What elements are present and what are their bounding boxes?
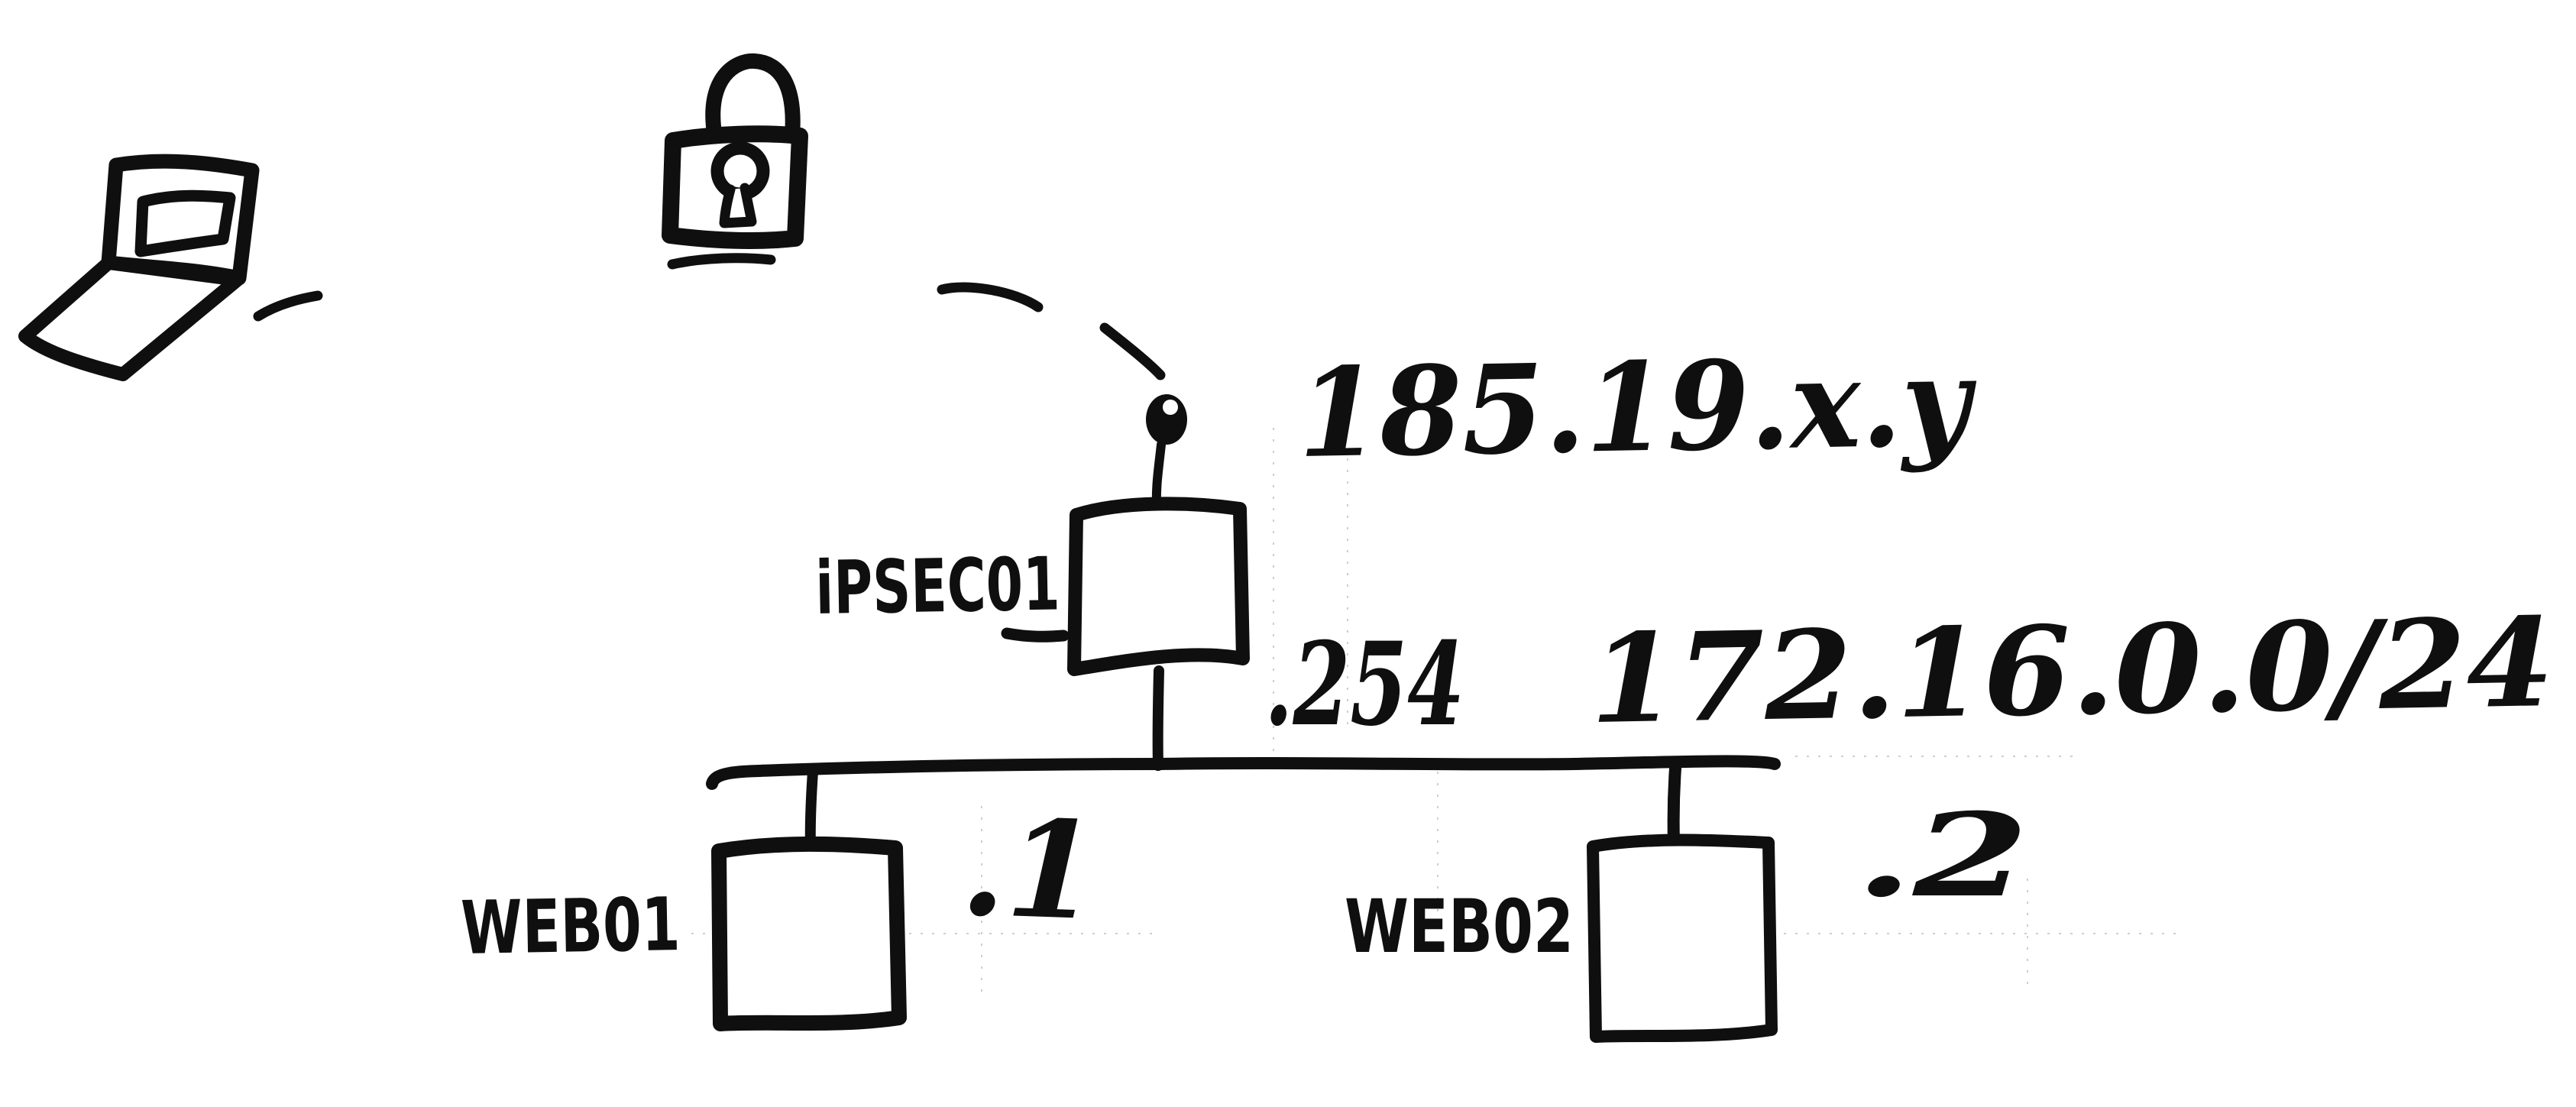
- web02-ip-text: .2: [1855, 788, 2029, 923]
- web02-link: [1667, 762, 1681, 848]
- vpn-tunnel-dashes: [253, 253, 1166, 380]
- gateway-box: [1067, 497, 1250, 676]
- web02-label: WEB02: [1345, 884, 1574, 969]
- lan-bus-line: [706, 755, 1781, 790]
- lan-subnet-text: 172.16.0.0/24: [1588, 591, 2555, 751]
- web01-label: WEB01: [460, 882, 681, 971]
- gateway-lan-ip-text: .254: [1264, 617, 1464, 752]
- gateway-lan-link: [1152, 665, 1164, 771]
- web02-box: [1587, 833, 1778, 1043]
- padlock-icon: [662, 53, 808, 249]
- antenna-dot-icon: [1146, 394, 1187, 509]
- gateway-label: iPSEC01: [814, 541, 1060, 631]
- gateway-label-underline: [1001, 627, 1070, 643]
- web01-ip-text: .1: [959, 789, 1100, 950]
- public-ip-text: 185.19.x.y: [1296, 329, 1979, 484]
- paper-grid-artifacts: [691, 428, 2177, 993]
- laptop-icon: [18, 154, 260, 381]
- web01-box: [711, 836, 907, 1031]
